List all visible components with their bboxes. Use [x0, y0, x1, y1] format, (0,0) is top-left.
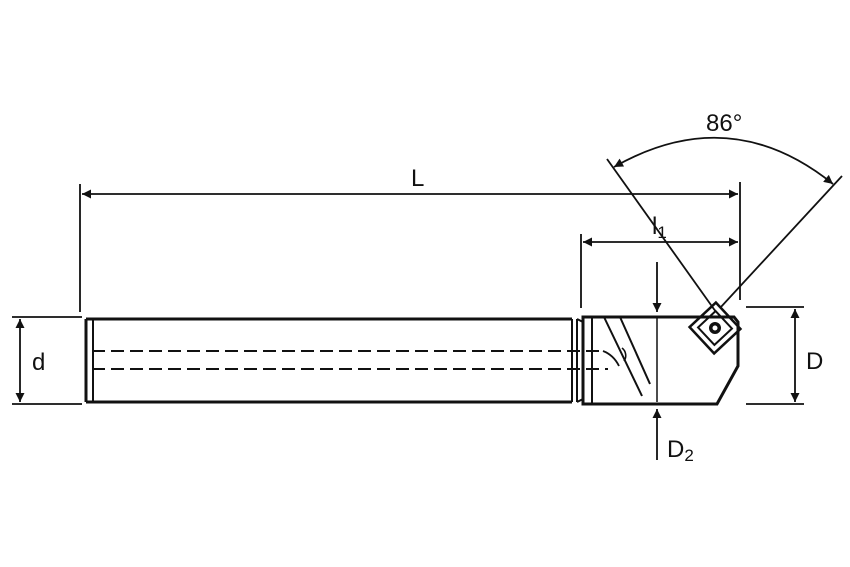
- label-head-length: l1: [652, 213, 667, 242]
- dimension-overall-length: L: [79, 165, 741, 312]
- dimension-head-length: l1: [580, 213, 738, 308]
- dimension-insert-angle: 86°: [606, 110, 843, 313]
- tool-head: [581, 315, 740, 406]
- label-overall-length: L: [411, 165, 424, 192]
- dimension-shank-diameter: d: [12, 316, 82, 405]
- dimension-neck-diameter: D2: [652, 262, 694, 465]
- dimension-head-diameter: D: [746, 306, 823, 405]
- indexable-insert: [687, 300, 743, 356]
- label-shank-diameter: d: [32, 349, 45, 376]
- tool-shank: [84, 317, 584, 404]
- label-head-diameter: D: [806, 348, 823, 375]
- label-neck-diameter: D2: [667, 436, 694, 465]
- coolant-bore-hidden-lines: [92, 350, 620, 370]
- label-insert-angle: 86°: [706, 110, 742, 137]
